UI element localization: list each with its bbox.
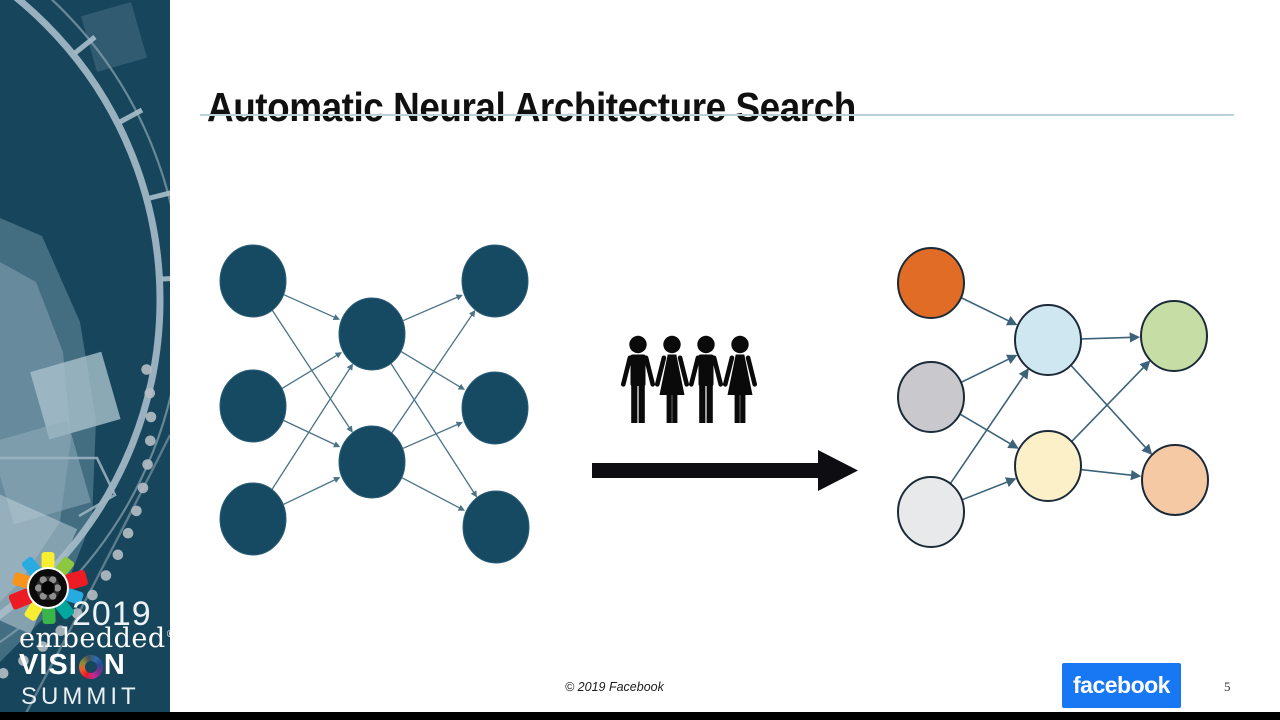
network-edge — [400, 350, 465, 390]
chevron-arrow-outline — [0, 456, 117, 518]
network-node — [219, 369, 287, 443]
network-edge — [1071, 360, 1151, 443]
copyright-text: © 2019 Facebook — [565, 680, 664, 694]
logo-vision-pre: VISI — [19, 649, 78, 681]
facebook-logo: facebook — [1062, 663, 1181, 708]
network-edge — [962, 477, 1017, 501]
network-node — [1140, 300, 1208, 372]
network-edge — [402, 294, 463, 322]
sidebar: 2019 embedded® VISI N SUMMIT — [0, 0, 170, 712]
title-underline — [200, 114, 1234, 116]
tick-marks — [73, 35, 170, 282]
man-icon — [688, 335, 724, 423]
network-node — [462, 490, 530, 564]
network-node — [897, 361, 965, 433]
network-edge — [270, 363, 354, 491]
network-edge — [1081, 468, 1142, 481]
network-edge — [961, 297, 1018, 326]
network-node — [897, 476, 965, 548]
network-edge — [1070, 364, 1153, 455]
logo-vision-post: N — [103, 649, 126, 681]
network-node — [1141, 444, 1209, 516]
page-title: Automatic Neural Architecture Search — [207, 84, 856, 131]
sidebar-artwork — [0, 0, 170, 712]
woman-icon — [654, 335, 690, 423]
dot-pattern — [0, 364, 157, 679]
woman-icon — [722, 335, 758, 423]
left-network-diagram — [219, 244, 530, 564]
network-node — [219, 244, 287, 318]
network-edge — [1081, 332, 1141, 343]
bottom-letterbox-bar — [0, 712, 1280, 720]
network-node — [1014, 304, 1082, 376]
network-node — [461, 244, 529, 318]
logo-summit: SUMMIT — [21, 683, 140, 710]
network-edge — [283, 477, 341, 505]
aperture-icon — [8, 552, 88, 625]
crowd-icons — [620, 335, 758, 423]
right-network-diagram — [897, 247, 1209, 548]
network-edge — [390, 309, 476, 435]
network-node — [338, 297, 406, 371]
network-edge — [959, 413, 1019, 449]
registered-mark: ® — [166, 630, 170, 640]
network-edge — [281, 352, 343, 389]
network-edge — [949, 368, 1029, 485]
network-edge — [283, 419, 341, 448]
arc-lines — [0, 0, 170, 712]
network-edge — [961, 354, 1018, 383]
page-number: 5 — [1224, 679, 1231, 694]
network-edge — [283, 294, 340, 321]
network-node — [461, 371, 529, 445]
network-edge — [401, 477, 465, 511]
logo-year: 2019 — [72, 595, 152, 633]
network-node — [219, 482, 287, 556]
vision-summit-logo: 2019 embedded® VISI N SUMMIT — [0, 0, 170, 712]
logo-vision: VISI N — [19, 649, 126, 682]
man-icon — [620, 335, 656, 423]
network-edge — [402, 421, 463, 449]
arrow-right-icon — [592, 450, 858, 491]
logo-embedded-text: embedded — [19, 623, 166, 654]
logo-embedded: embedded® — [19, 623, 170, 654]
network-edge — [389, 362, 478, 498]
network-node — [1014, 430, 1082, 502]
network-node — [897, 247, 965, 319]
facebook-wordmark: facebook — [1073, 672, 1170, 698]
network-node — [338, 425, 406, 499]
vision-o-ring-icon — [78, 654, 103, 679]
